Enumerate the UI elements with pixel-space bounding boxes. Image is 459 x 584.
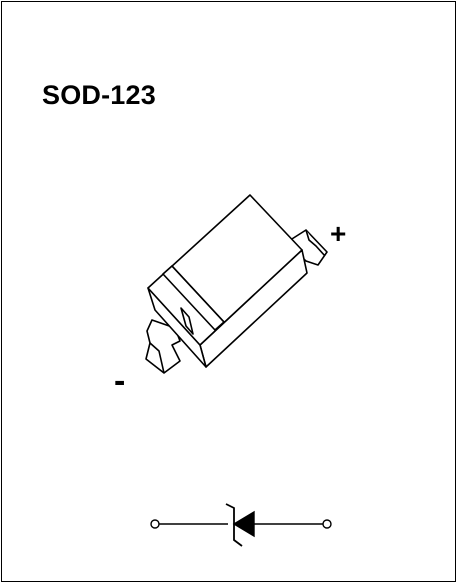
right-terminal — [322, 519, 332, 529]
diode-symbol-icon — [150, 503, 332, 547]
anode-label: + — [330, 218, 347, 249]
anode-triangle — [232, 510, 255, 538]
left-terminal — [150, 519, 160, 529]
anode-lead — [283, 229, 328, 266]
package-title: SOD-123 — [42, 80, 156, 110]
package-top-face — [147, 194, 303, 346]
cathode-label: - — [114, 362, 126, 400]
sod123-package-icon — [145, 194, 328, 374]
